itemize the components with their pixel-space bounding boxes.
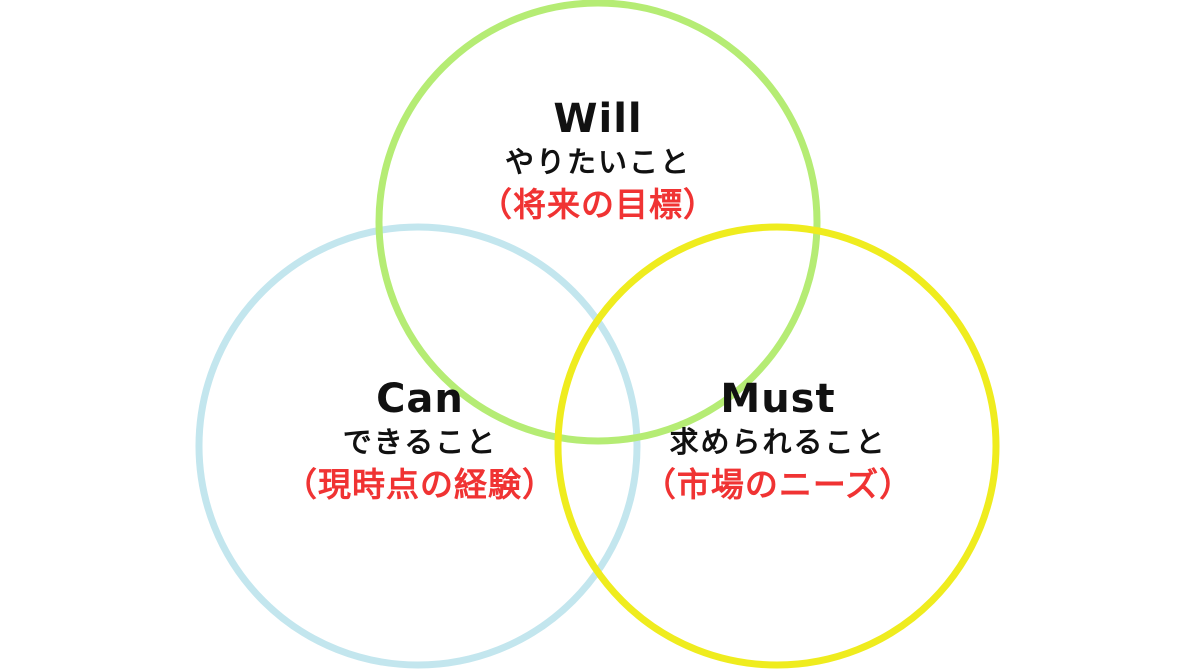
can-subtitle: （現時点の経験） <box>284 465 556 504</box>
will-circle <box>375 0 821 445</box>
must-circle <box>554 223 1000 669</box>
can-title: Can <box>376 376 464 422</box>
can-label: Can できること （現時点の経験） <box>284 376 556 508</box>
can-description: できること <box>342 425 498 459</box>
will-label: Will やりたいこと （将来の目標） <box>479 96 717 228</box>
can-circle <box>195 223 641 669</box>
must-title: Must <box>720 376 836 422</box>
must-description: 求められること <box>669 425 887 459</box>
will-description: やりたいこと <box>504 145 691 179</box>
will-title: Will <box>553 96 643 142</box>
will-subtitle: （将来の目標） <box>479 185 717 224</box>
must-label: Must 求められること （市場のニーズ） <box>643 376 913 508</box>
must-subtitle: （市場のニーズ） <box>642 465 914 504</box>
